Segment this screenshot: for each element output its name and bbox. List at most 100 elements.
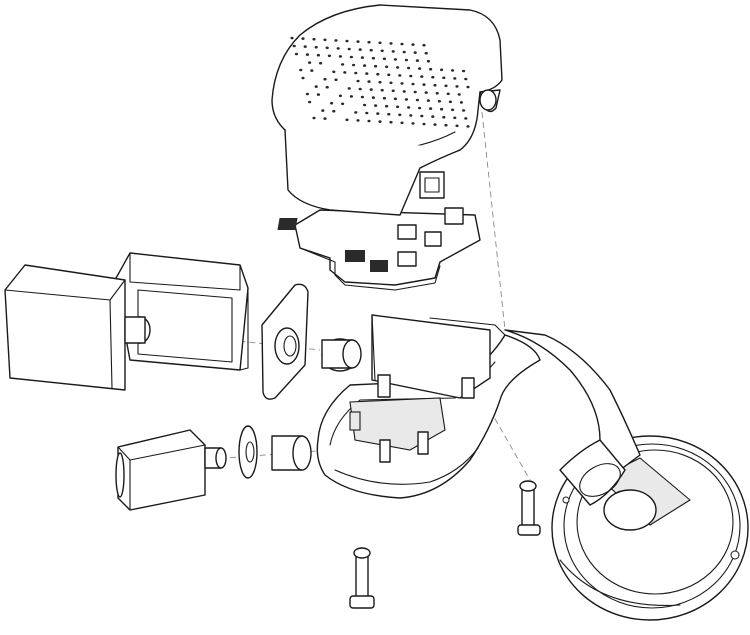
cover-perforation-dot xyxy=(415,59,419,62)
washer-hole xyxy=(245,441,255,463)
cover-perforation-dot xyxy=(358,87,362,91)
cover-perforation-dot xyxy=(455,124,459,128)
pcb-chip xyxy=(397,251,417,267)
cover-perforation-dot xyxy=(402,50,406,54)
cover-perforation-dot xyxy=(310,69,314,72)
cover-perforation-dot xyxy=(308,61,312,64)
cover-perforation-dot xyxy=(398,74,402,77)
cover-perforation-dot xyxy=(396,105,400,109)
cover-perforation-dot xyxy=(466,85,470,89)
cover-perforation-dot xyxy=(378,120,382,123)
cover-perforation-dot xyxy=(365,72,369,75)
arm-joint xyxy=(579,463,621,497)
suction-cup-bottom-edge xyxy=(559,559,681,607)
cover-perforation-dot xyxy=(407,66,411,70)
cover-perforation-dot xyxy=(369,88,373,91)
cover-skirt xyxy=(284,129,461,216)
base-post xyxy=(417,431,429,455)
cover-perforation-dot xyxy=(301,76,305,80)
cover-perforation-dot xyxy=(444,123,448,127)
cover-perforation-dot xyxy=(429,107,433,110)
guide-line-cover xyxy=(481,111,506,331)
cover-perforation-dot xyxy=(345,118,349,122)
cover-perforation-dot xyxy=(426,99,430,102)
cover-perforation-dot xyxy=(334,39,338,42)
cover-perforation-dot xyxy=(440,68,444,72)
pcb-chip xyxy=(397,224,417,240)
cover-perforation-dot xyxy=(367,119,371,123)
screw-right-tip xyxy=(519,480,537,492)
cover-perforation-dot xyxy=(409,74,413,78)
cover-perforation-dot xyxy=(312,37,316,41)
pcb-connector xyxy=(419,171,445,199)
cover-perforation-dot xyxy=(363,64,367,67)
cover-perforation-dot xyxy=(382,96,386,100)
cover-perforation-dot xyxy=(431,75,435,79)
cover-perforation-dot xyxy=(389,81,393,85)
gasket-boss xyxy=(274,327,300,365)
cover-perforation-dot xyxy=(345,39,349,43)
cover-perforation-dot xyxy=(387,112,391,116)
cylinder-module-body xyxy=(117,429,206,511)
cover-perforation-dot xyxy=(424,91,428,94)
cover-perforation-dot xyxy=(420,75,424,78)
cover-perforation-dot xyxy=(411,43,415,46)
cover-perforation-dot xyxy=(360,56,364,59)
cover-perforation-dot xyxy=(378,80,382,84)
cover-perforation-dot xyxy=(308,100,312,104)
cover-perforation-dot xyxy=(433,123,437,126)
cover-perforation-dot xyxy=(404,98,408,101)
cover-perforation-dot xyxy=(422,83,426,86)
cover-perforation-dot xyxy=(457,93,461,96)
pcb-chip xyxy=(444,207,464,225)
sleeve-upper xyxy=(321,338,362,372)
cover-perforation-dot xyxy=(360,95,364,99)
base-bottom-edge xyxy=(334,447,479,485)
screw-left xyxy=(349,547,375,609)
cover-perforation-dot xyxy=(442,76,446,80)
perforated-top-cover xyxy=(271,4,503,216)
cover-perforation-dot xyxy=(299,68,303,72)
cover-perforation-dot xyxy=(354,71,358,75)
cover-perforation-dot xyxy=(371,56,375,60)
cover-perforation-dot xyxy=(440,107,444,111)
screw-right-head xyxy=(517,524,541,536)
suction-cup-rivet xyxy=(562,496,570,504)
suction-cup-hub xyxy=(603,489,657,531)
cover-perforation-dot xyxy=(435,91,439,95)
cover-perforation-dot xyxy=(464,77,468,81)
cover-perforation-dot xyxy=(380,88,384,92)
base-back-wall-top xyxy=(429,317,506,336)
large-box-module xyxy=(4,264,151,391)
cover-perforation-dot xyxy=(459,101,463,104)
box-housing xyxy=(114,252,249,371)
cover-perforation-dot xyxy=(332,70,336,74)
screw-left-head xyxy=(349,595,375,609)
mounting-arm xyxy=(504,329,641,506)
cover-perforation-dot xyxy=(398,113,402,117)
cover-perforation-dot xyxy=(431,115,435,118)
cover-perforation-dot xyxy=(358,48,362,51)
cover-perforation-dot xyxy=(420,114,424,118)
cover-perforation-dot xyxy=(338,55,342,58)
cover-perforation-dot xyxy=(409,114,413,117)
cover-perforation-dot xyxy=(321,109,325,112)
cover-perforation-dot xyxy=(334,78,338,82)
cover-perforation-dot xyxy=(316,93,320,96)
cover-perforation-dot xyxy=(466,125,470,128)
cover-perforation-dot xyxy=(325,46,329,50)
cover-perforation-dot xyxy=(319,61,323,65)
cover-perforation-dot xyxy=(305,92,309,96)
cover-perforation-dot xyxy=(418,106,422,110)
suction-cup-inner-rim xyxy=(563,443,741,609)
cover-perforation-dot xyxy=(415,98,419,102)
cover-perforation-dot xyxy=(349,55,353,59)
cover-perforation-dot xyxy=(363,103,367,107)
pcb-pad xyxy=(345,250,365,262)
cover-perforation-dot xyxy=(314,45,318,49)
cover-perforation-dot xyxy=(323,38,327,42)
cover-perforation-dot xyxy=(402,90,406,93)
pcb-thickness xyxy=(299,247,441,291)
cover-perforation-dot xyxy=(446,92,450,96)
